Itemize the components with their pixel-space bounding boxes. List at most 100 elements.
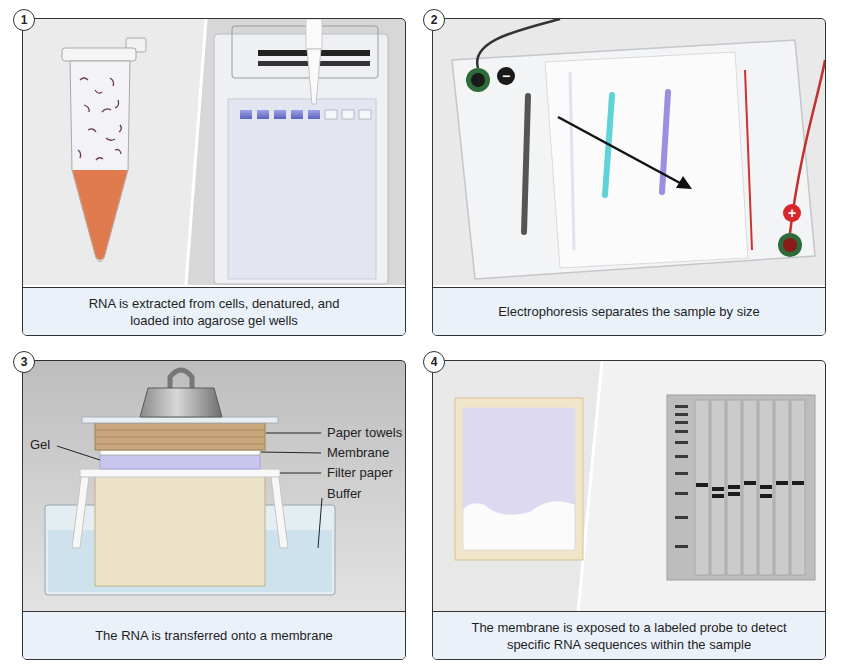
transfer-illustration-part bbox=[100, 450, 260, 455]
electrophoresis-illustration-part bbox=[524, 96, 528, 232]
part-label: Gel bbox=[30, 437, 50, 452]
step-panel: The membrane is exposed to a labeled pro… bbox=[432, 360, 826, 660]
transfer-illustration-part bbox=[318, 498, 322, 548]
blot-illustration-part-part bbox=[675, 413, 688, 416]
electrophoresis-illustration-part bbox=[558, 117, 680, 183]
tube-illustration-part bbox=[62, 48, 136, 61]
gel-tray-illustration-part bbox=[274, 110, 286, 119]
blot-illustration-part-part bbox=[728, 485, 740, 489]
transfer-illustration-part bbox=[95, 423, 265, 450]
gel-tray-illustration-part bbox=[307, 49, 321, 104]
part-label: Paper towels bbox=[327, 425, 402, 440]
electrophoresis-illustration bbox=[433, 19, 825, 285]
step-caption: RNA is extracted from cells, denatured, … bbox=[83, 295, 345, 329]
blot-illustration-part-part bbox=[760, 494, 772, 498]
blot-illustration bbox=[433, 361, 825, 613]
step-number-circle: 4 bbox=[423, 351, 445, 373]
blot-illustration-part-part bbox=[712, 494, 724, 498]
part-label: Buffer bbox=[327, 486, 361, 501]
blot-illustration-part-part bbox=[712, 487, 724, 491]
transfer-illustration-part bbox=[96, 430, 264, 444]
callout-number: 2 bbox=[431, 14, 438, 26]
tube-illustration-part bbox=[73, 170, 128, 260]
tube-illustration-part bbox=[23, 19, 405, 285]
tube-illustration-part bbox=[78, 78, 121, 160]
blot-illustration-part-part bbox=[759, 400, 773, 575]
blot-illustration-part bbox=[696, 481, 804, 498]
step-caption: Electrophoresis separates the sample by … bbox=[498, 303, 760, 320]
part-label: Filter paper bbox=[327, 465, 393, 480]
gel-tray-illustration-part bbox=[257, 110, 269, 119]
blot-illustration-part bbox=[578, 361, 825, 613]
transfer-illustration bbox=[23, 361, 405, 613]
callout-number: 1 bbox=[21, 14, 28, 26]
step-caption: The RNA is transferred onto a membrane bbox=[95, 627, 333, 644]
blot-illustration-part-part bbox=[675, 545, 688, 548]
blot-illustration-part bbox=[455, 398, 583, 560]
step-number-circle: 3 bbox=[13, 351, 35, 373]
electrophoresis-illustration-part bbox=[783, 238, 797, 252]
blot-illustration-part-part bbox=[776, 481, 788, 485]
caption-band: The membrane is exposed to a labeled pro… bbox=[433, 611, 825, 659]
callout-number: 3 bbox=[21, 356, 28, 368]
transfer-illustration-part bbox=[100, 455, 260, 469]
gel-tray-illustration-part bbox=[291, 110, 303, 119]
blot-illustration-part-part bbox=[675, 455, 688, 458]
electrode-sign: − bbox=[502, 69, 510, 83]
part-label: Membrane bbox=[327, 445, 389, 460]
transfer-illustration-part bbox=[80, 469, 280, 477]
blot-illustration-part-part bbox=[711, 400, 725, 575]
tube-illustration bbox=[23, 19, 405, 285]
blot-illustration-part-part bbox=[791, 400, 805, 575]
blot-illustration-part bbox=[675, 405, 688, 548]
gel-tray-illustration-part bbox=[359, 110, 371, 119]
step-panel: Electrophoresis separates the sample by … bbox=[432, 18, 826, 336]
caption-band: Electrophoresis separates the sample by … bbox=[433, 287, 825, 335]
blot-illustration-part-part bbox=[792, 481, 804, 485]
transfer-illustration-part bbox=[170, 370, 192, 389]
blot-illustration-part-part bbox=[744, 481, 756, 485]
blot-illustration-part bbox=[695, 400, 805, 575]
blot-illustration-part-part bbox=[675, 516, 688, 519]
blot-illustration-part-part bbox=[675, 421, 688, 424]
caption-band: The RNA is transferred onto a membrane bbox=[23, 611, 405, 659]
step-panel: RNA is extracted from cells, denatured, … bbox=[22, 18, 406, 336]
electrophoresis-illustration-part bbox=[466, 68, 490, 92]
blot-illustration-part-part bbox=[727, 400, 741, 575]
step-number-circle: 1 bbox=[13, 9, 35, 31]
transfer-illustration-part bbox=[271, 470, 288, 548]
blot-illustration-part-part bbox=[696, 483, 708, 487]
blot-illustration-part-part bbox=[760, 485, 772, 489]
electrophoresis-illustration-part bbox=[745, 70, 752, 250]
gel-tray-illustration-part bbox=[240, 110, 252, 119]
caption-band: RNA is extracted from cells, denatured, … bbox=[23, 287, 405, 335]
transfer-illustration-part bbox=[140, 388, 222, 417]
blot-illustration-part bbox=[667, 395, 815, 580]
transfer-illustration-part bbox=[266, 433, 321, 434]
blot-illustration-part-part bbox=[675, 441, 688, 444]
gel-tray-illustration-part bbox=[308, 110, 320, 119]
transfer-illustration-part bbox=[23, 361, 405, 613]
electrophoresis-illustration-part bbox=[452, 40, 815, 279]
step-panel: The RNA is transferred onto a membrane3 bbox=[22, 360, 406, 660]
transfer-illustration-part bbox=[72, 470, 89, 548]
step-number-circle: 2 bbox=[423, 9, 445, 31]
blot-illustration-part-part bbox=[695, 400, 709, 575]
transfer-illustration-part bbox=[95, 476, 265, 586]
electrophoresis-illustration-part bbox=[433, 19, 825, 285]
transfer-illustration-part bbox=[261, 452, 321, 453]
gel-tray-illustration-part bbox=[232, 26, 378, 78]
tube-illustration-part bbox=[186, 19, 206, 285]
electrophoresis-illustration-part bbox=[570, 72, 574, 250]
blot-illustration-part-part bbox=[728, 492, 740, 496]
transfer-illustration-part bbox=[82, 417, 278, 423]
gel-tray-illustration-part bbox=[306, 19, 322, 49]
blot-illustration-part bbox=[433, 361, 825, 613]
electrophoresis-illustration-part bbox=[778, 233, 802, 257]
gel-tray-illustration bbox=[214, 19, 388, 284]
tube-illustration-part bbox=[186, 19, 405, 285]
electrophoresis-illustration-part bbox=[676, 176, 692, 189]
electrophoresis-illustration-part bbox=[497, 67, 515, 85]
